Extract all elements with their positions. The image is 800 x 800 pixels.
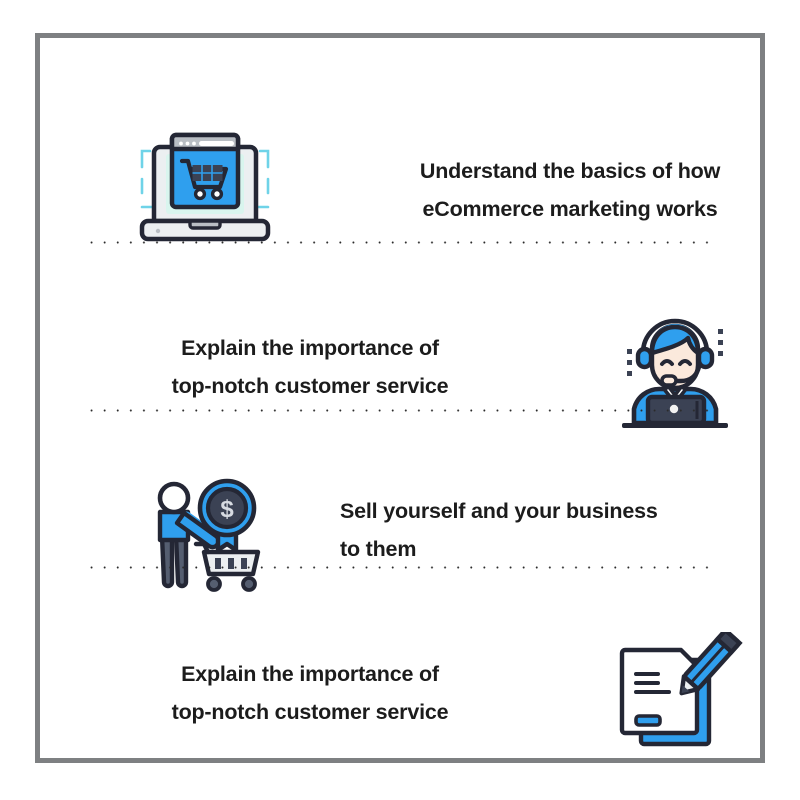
row-divider <box>85 566 715 569</box>
customer-support-agent-icon <box>550 301 800 436</box>
list-item-line-2: eCommerce marketing works <box>422 197 718 221</box>
svg-text:$: $ <box>220 496 234 523</box>
person-cart-dollar-badge-icon: $ <box>80 466 330 596</box>
outer-frame: Understand the basics of how eCommerce m… <box>35 33 765 763</box>
list-item-line-1: Explain the importance of <box>181 336 439 361</box>
row-divider <box>85 409 715 412</box>
list-item-line-1: Explain the importance of <box>181 662 439 687</box>
list-item-text: Understand the basics of how eCommerce m… <box>330 153 800 228</box>
list-item-line-1: Sell yourself and your business <box>340 499 658 524</box>
list-item-text: Explain the importance of top-notch cust… <box>80 330 550 405</box>
laptop-shopping-cart-icon <box>80 121 330 261</box>
rows-container: Understand the basics of how eCommerce m… <box>80 76 800 796</box>
document-pencil-icon <box>550 631 800 757</box>
list-item-line-2: top-notch customer service <box>171 700 449 724</box>
list-item: Explain the importance of top-notch cust… <box>80 288 800 448</box>
list-item: $ Sell yourself and your <box>80 456 800 606</box>
list-item-line-1: Understand the basics of how <box>419 159 721 184</box>
list-item-text: Sell yourself and your business to them <box>330 493 800 568</box>
row-divider <box>85 241 715 244</box>
list-item-line-2: to them <box>340 537 417 561</box>
list-item-line-2: top-notch customer service <box>171 374 449 398</box>
list-item-text: Explain the importance of top-notch cust… <box>80 656 550 731</box>
list-item: Understand the basics of how eCommerce m… <box>80 106 800 276</box>
list-item: Explain the importance of top-notch cust… <box>80 614 800 774</box>
